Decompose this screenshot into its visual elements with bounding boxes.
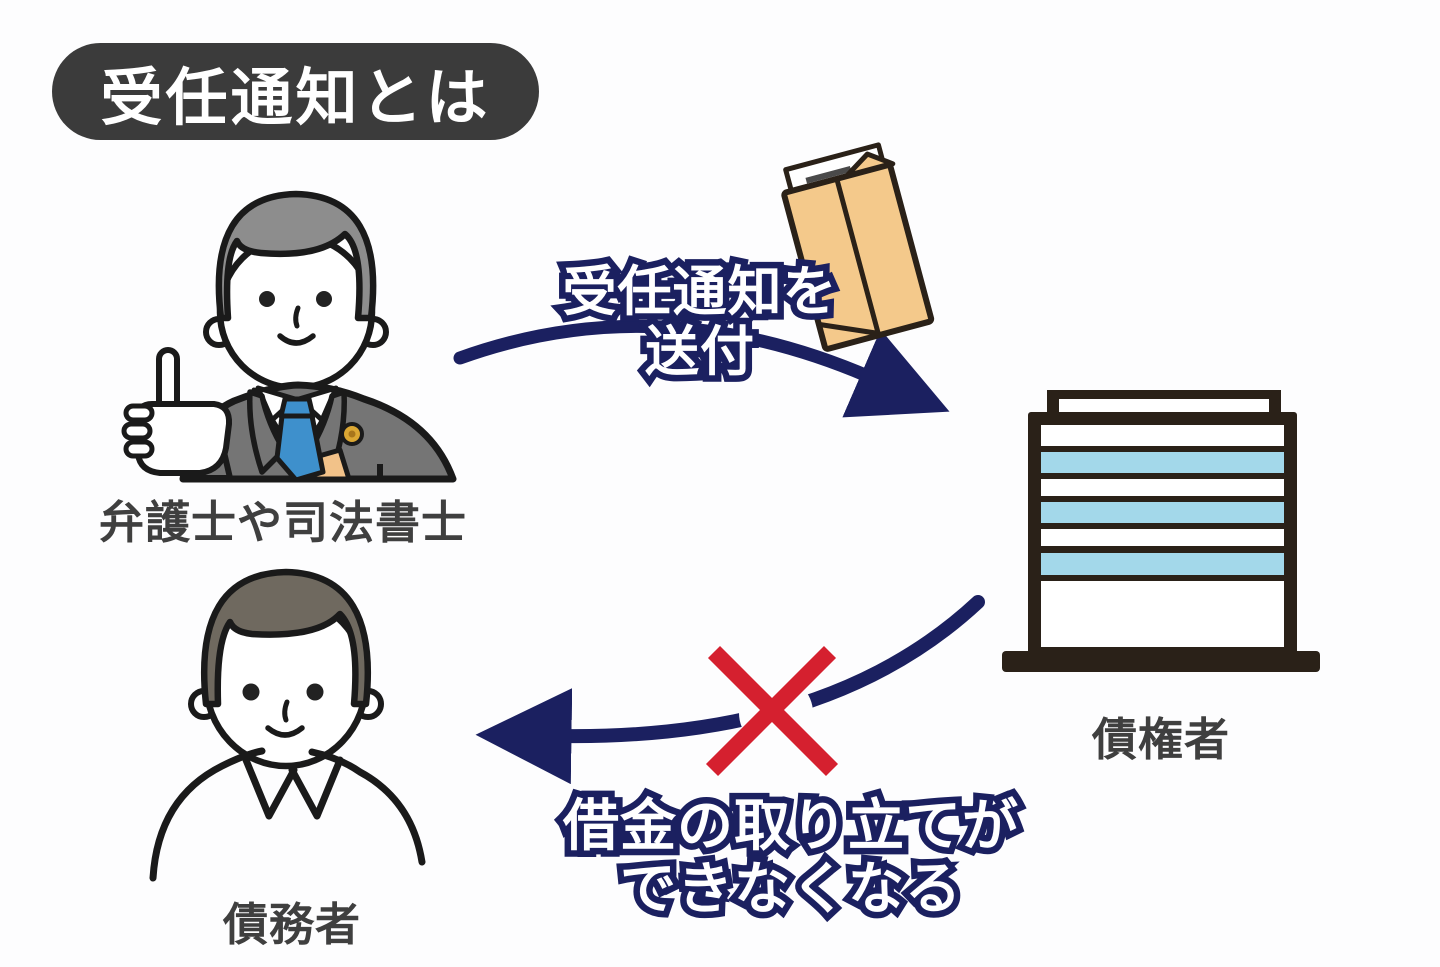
title-badge: 受任通知とは [52, 43, 539, 140]
red-cross-icon [705, 645, 839, 777]
caption-outline: 送付 [639, 316, 761, 389]
caption-outline: 受任通知を [556, 256, 843, 329]
debtor-hair [200, 568, 372, 708]
send-notice-caption: 受任通知を 受任通知を 送付 送付 [480, 256, 920, 389]
building-icon [1002, 390, 1320, 672]
envelope-icon [781, 142, 935, 352]
pointing-hand [121, 347, 233, 476]
debtor-label: 債務者 [222, 899, 361, 950]
caption-text: できなくなる [620, 856, 962, 920]
debtor-icon [149, 568, 426, 882]
creditor-label: 債権者 [1091, 714, 1230, 765]
shirt-collar [242, 756, 298, 820]
lawyer-hair [215, 190, 377, 322]
title-badge-text: 受任通知とは [100, 63, 491, 133]
lawyer-icon [121, 190, 457, 483]
caption-text: 受任通知を [562, 262, 838, 322]
caption-text: 送付 [645, 322, 755, 383]
lawyer-label: 弁護士や司法書士 [98, 497, 467, 548]
curved-arrow-left-icon [475, 595, 985, 785]
curved-arrow-right-icon [453, 319, 950, 418]
caption-outline: できなくなる [614, 850, 968, 926]
necktie [278, 396, 316, 419]
caption-text: 借金の取り立てが [563, 794, 1019, 857]
caption-outline: 借金の取り立てが [557, 788, 1025, 864]
collection-blocked-caption: 借金の取り立てが 借金の取り立てが できなくなる できなくなる [491, 788, 1091, 926]
